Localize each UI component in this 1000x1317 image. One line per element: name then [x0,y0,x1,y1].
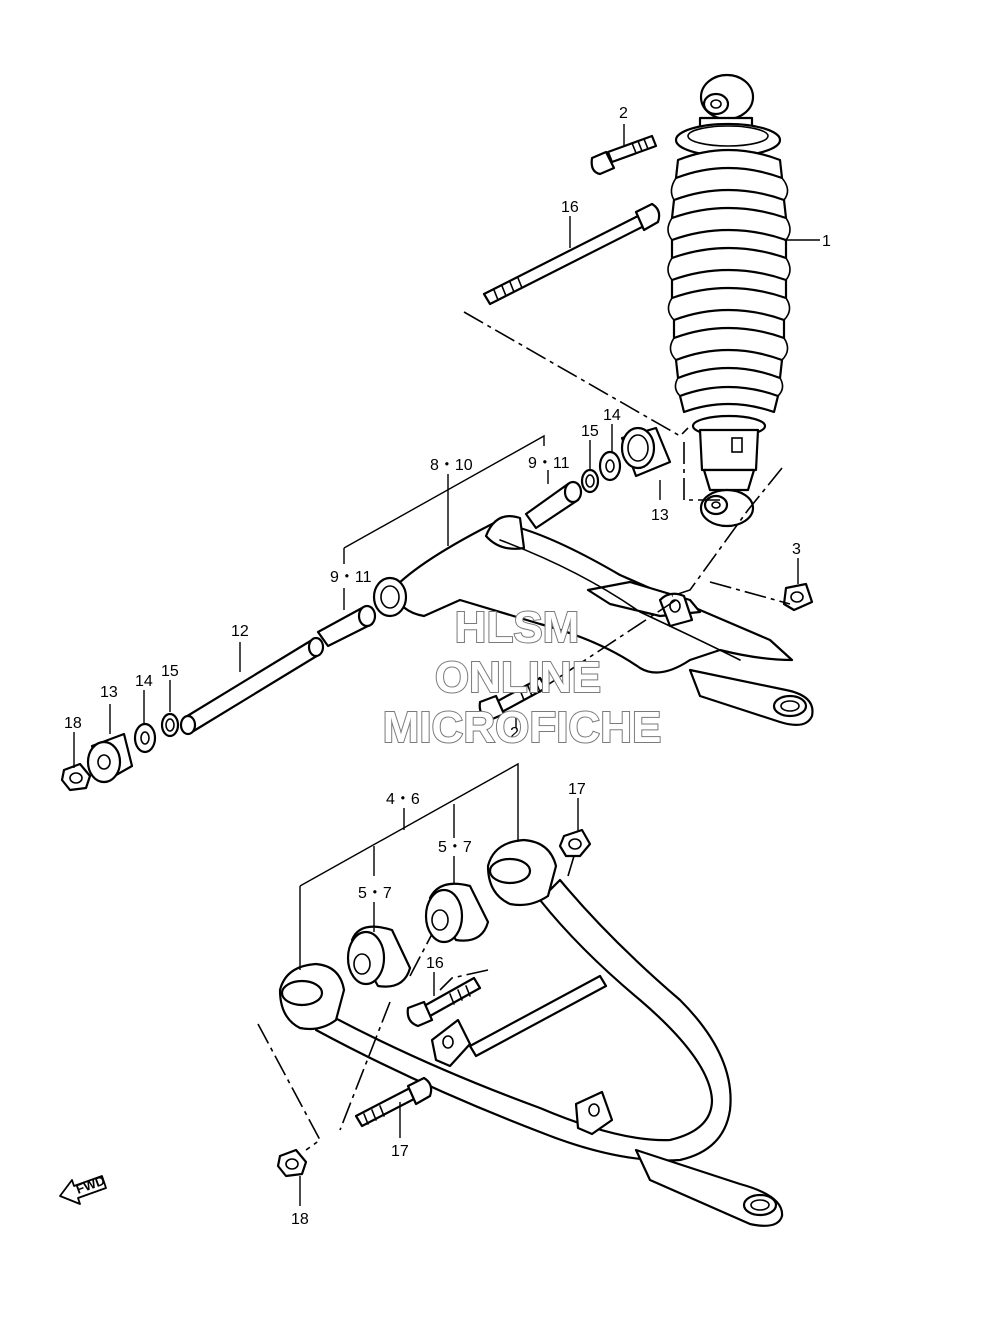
callout-15-left: 15 [161,663,179,680]
watermark-line-3: MICROFICHE [383,703,662,752]
callout-17-top: 17 [568,781,586,798]
callout-17-bottom: 17 [391,1143,409,1160]
shock-absorber [667,73,791,528]
callout-12: 12 [231,623,249,640]
bolt-2-top [590,134,658,176]
collar-9-11-upper [524,480,583,530]
ring-15-right [580,468,600,494]
leader-lines [73,124,820,1206]
forward-arrow-icon: FWD [59,1173,107,1205]
callout-16-top: 16 [561,199,579,216]
callout-5-7-left: 5・7 [358,885,392,902]
watermark-line-1: HLSM [455,603,580,652]
callout-14-right: 14 [603,407,621,424]
seal-13-right [620,426,672,478]
washer-14-right [598,450,622,482]
callout-1: 1 [822,233,831,250]
callout-5-7-right: 5・7 [438,839,472,856]
spacer-12 [179,636,325,736]
callout-3: 3 [792,541,801,558]
callout-2-top: 2 [619,105,628,122]
watermark-line-2: ONLINE [435,653,601,702]
lower-arm [278,838,784,1227]
callout-4-6: 4・6 [386,791,420,808]
bolt-16-long [482,202,661,306]
seal-13-left [86,732,134,784]
callout-13-right: 13 [651,507,669,524]
collar-9-11-lower [316,604,377,648]
callout-2-mid: 2 [510,725,519,742]
bushing-5-7-left [346,925,412,988]
ring-15-left [160,712,180,738]
callout-16-mid: 16 [426,955,444,972]
nut-17-top [558,828,592,858]
assembly-lines [257,311,791,1151]
callout-14-left: 14 [135,673,153,690]
bushing-5-7-right [424,882,490,944]
bolt-2-mid [478,676,548,722]
nut-18-bottom [276,1148,308,1178]
nut-18-left [60,762,92,792]
nut-3 [782,582,814,612]
washer-14-left [133,722,157,754]
callout-18-bottom: 18 [291,1211,309,1228]
callout-13-left: 13 [100,684,118,701]
callout-15-right: 15 [581,423,599,440]
watermark: HLSM ONLINE MICROFICHE [382,602,663,753]
callout-8-10: 8・10 [430,457,473,474]
callout-9-11-upper: 9・11 [528,455,570,472]
callout-18-left: 18 [64,715,82,732]
callout-9-11-lower: 9・11 [330,569,372,586]
upper-arm [372,515,814,727]
bolt-17-lower [354,1076,433,1128]
bolt-16-lower [406,976,482,1028]
